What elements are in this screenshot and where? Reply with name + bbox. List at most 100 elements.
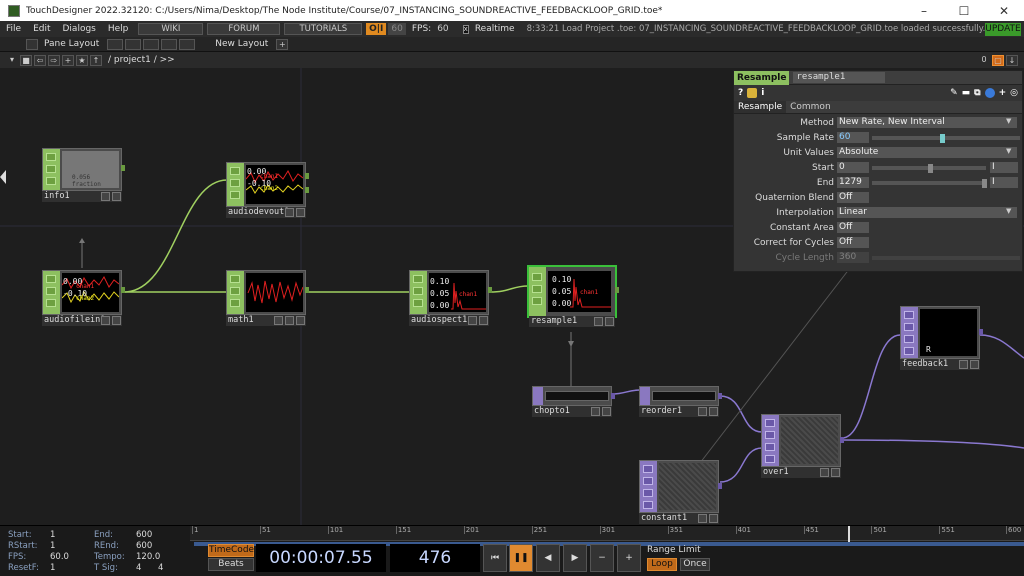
node-math1[interactable]: math1: [226, 270, 309, 326]
layout-vertical-icon[interactable]: [143, 38, 160, 50]
new-layout-button[interactable]: +: [276, 38, 289, 50]
tutorials-button[interactable]: TUTORIALS: [284, 23, 363, 35]
quaternion-blend-toggle[interactable]: Off: [837, 192, 869, 203]
layout-triple-icon[interactable]: [179, 38, 196, 50]
layout-quad-icon[interactable]: [161, 38, 178, 50]
menu-file[interactable]: File: [6, 24, 22, 34]
maximize-button[interactable]: ☐: [958, 3, 970, 18]
python-icon[interactable]: [984, 88, 995, 98]
once-button[interactable]: Once: [680, 558, 710, 571]
up-icon[interactable]: ↑: [90, 54, 102, 66]
audiodevout1-ylabel-top: 0.00: [247, 167, 267, 176]
back-icon[interactable]: ⇦: [34, 54, 46, 66]
forward-icon[interactable]: ⇨: [48, 54, 60, 66]
close-button[interactable]: ✕: [998, 3, 1010, 18]
node-chopto1[interactable]: chopto1: [532, 386, 615, 418]
stop-icon[interactable]: ■: [20, 54, 32, 66]
op-name-field[interactable]: resample1: [793, 72, 886, 83]
chevron-down-icon[interactable]: ▼: [1006, 147, 1012, 155]
start-handle[interactable]: [928, 164, 933, 173]
fps-value-bottom[interactable]: 60.0: [50, 552, 69, 562]
chevron-down-icon[interactable]: ▼: [1006, 207, 1012, 215]
timeline-tick: 451: [803, 526, 819, 534]
pause-button[interactable]: ❚❚: [509, 544, 533, 572]
step-back-button[interactable]: −: [590, 544, 614, 572]
tab-common[interactable]: Common: [790, 102, 831, 112]
rewind-to-start-button[interactable]: ⏮: [483, 544, 507, 572]
node-audiospect1[interactable]: 0.10 0.05 0.00 chan1 audiospect1: [409, 270, 492, 326]
end-handle[interactable]: [982, 179, 987, 188]
step-forward-button[interactable]: +: [617, 544, 641, 572]
node-reorder1[interactable]: reorder1: [639, 386, 722, 418]
start-value[interactable]: 1: [50, 530, 56, 540]
menu-help[interactable]: Help: [107, 24, 129, 34]
add-param-icon[interactable]: +: [998, 88, 1007, 98]
node-audiofilein1[interactable]: 0.00 -0.10 chan1 chan2 audiofilein1: [42, 270, 125, 326]
forum-button[interactable]: FORUM: [207, 23, 281, 35]
start-unit[interactable]: I: [990, 162, 1018, 173]
node-over1[interactable]: over1: [761, 414, 844, 478]
realtime-checkbox[interactable]: x: [462, 24, 469, 34]
tsig-denominator[interactable]: 4: [158, 563, 164, 573]
tsig-numerator[interactable]: 4: [136, 563, 142, 573]
minimize-button[interactable]: –: [921, 3, 927, 18]
node-feedback1[interactable]: R feedback1: [900, 306, 983, 370]
loop-button[interactable]: Loop: [647, 558, 677, 571]
method-dropdown[interactable]: New Rate, New Interval: [837, 117, 1017, 128]
end-field[interactable]: 1279: [837, 177, 869, 188]
unit-values-dropdown[interactable]: Absolute: [837, 147, 1017, 158]
parameter-dialog: Resample resample1 ? i ✎ ▬ ⧉ + ◎ Resampl…: [733, 70, 1023, 272]
resetf-value[interactable]: 1: [50, 563, 56, 573]
correct-for-cycles-toggle[interactable]: Off: [837, 237, 869, 248]
tempo-label: Tempo:: [94, 552, 125, 562]
node-constant1[interactable]: constant1: [639, 460, 722, 524]
current-time[interactable]: 00:00:07.55: [256, 544, 386, 572]
rstart-value[interactable]: 1: [50, 541, 56, 551]
download-icon[interactable]: ↓: [1006, 54, 1018, 66]
menu-edit[interactable]: Edit: [33, 24, 51, 34]
current-frame[interactable]: 476: [390, 544, 480, 572]
perform-mode-button[interactable]: O|I: [366, 23, 387, 35]
collapse-panel-arrow[interactable]: [0, 170, 6, 184]
tempo-value[interactable]: 120.0: [136, 552, 161, 562]
end-value[interactable]: 600: [136, 530, 153, 540]
add-icon[interactable]: +: [62, 54, 74, 66]
rend-value[interactable]: 600: [136, 541, 153, 551]
node-audiodevout1[interactable]: 0.00 -0.10 chan1 chan2 audiodevout1: [226, 162, 309, 218]
wiki-button[interactable]: WIKI: [138, 23, 204, 35]
interpolation-dropdown[interactable]: Linear: [837, 207, 1017, 218]
chevron-down-icon[interactable]: ▼: [1006, 117, 1012, 125]
home-icon[interactable]: ▢: [992, 54, 1004, 66]
pane-menu-icon[interactable]: ▾: [9, 54, 14, 64]
star-icon[interactable]: ★: [76, 54, 88, 66]
playhead[interactable]: [848, 526, 850, 542]
edit-icon[interactable]: ✎: [950, 88, 958, 98]
sample-rate-field[interactable]: 60: [837, 132, 869, 143]
node-resample1[interactable]: 0.10 0.05 0.00 chan1 resample1: [527, 265, 619, 330]
play-forward-button[interactable]: ▶: [563, 544, 587, 572]
comment-icon[interactable]: ▬: [961, 88, 971, 98]
play-reverse-button[interactable]: ◀: [536, 544, 560, 572]
pane-split-icon[interactable]: [26, 38, 38, 50]
layout-single-icon[interactable]: [107, 38, 124, 50]
python-help-icon[interactable]: [747, 88, 758, 98]
network-path[interactable]: / project1 / >>: [108, 55, 175, 65]
info-icon[interactable]: i: [761, 88, 765, 98]
beats-button[interactable]: Beats: [208, 558, 254, 571]
timecode-button[interactable]: TimeCode: [208, 544, 255, 557]
help-icon[interactable]: ?: [738, 88, 744, 98]
layout-horizontal-icon[interactable]: [125, 38, 142, 50]
menu-dialogs[interactable]: Dialogs: [62, 24, 96, 34]
sample-rate-slider[interactable]: [872, 136, 1020, 140]
node-info1[interactable]: 0.056 fraction info1: [42, 148, 125, 202]
target-icon[interactable]: ◎: [1010, 88, 1018, 98]
tab-resample[interactable]: Resample: [734, 101, 787, 113]
start-field[interactable]: 0: [837, 162, 869, 173]
copy-icon[interactable]: ⧉: [974, 88, 981, 98]
constant-area-toggle[interactable]: Off: [837, 222, 869, 233]
end-slider[interactable]: [872, 181, 986, 185]
update-button[interactable]: UPDATE: [985, 22, 1021, 36]
sample-rate-handle[interactable]: [940, 134, 945, 143]
end-unit[interactable]: I: [990, 177, 1018, 188]
